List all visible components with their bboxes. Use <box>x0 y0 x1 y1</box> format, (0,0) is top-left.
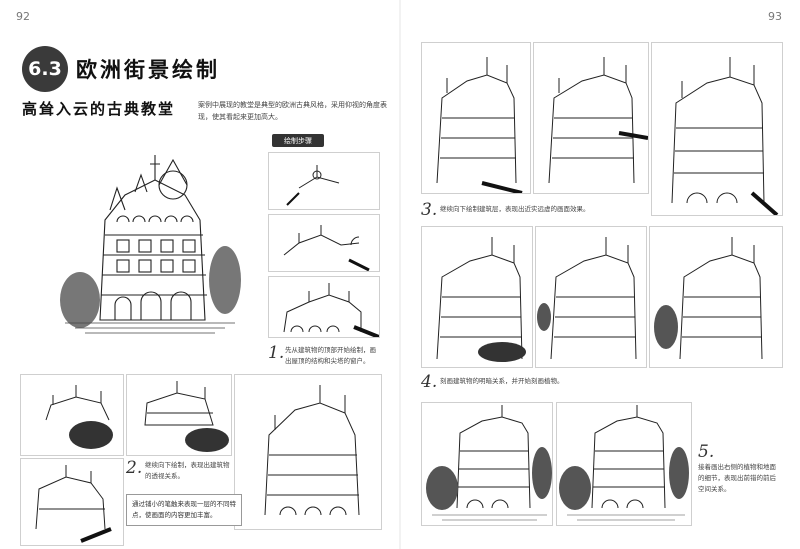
intro-text: 案例中展现的教堂是典型的欧洲古典风格，采用仰视的角度表现，使其看起来更加高大。 <box>198 101 387 121</box>
step1-sketch-panel-b <box>268 214 380 272</box>
page-gutter <box>399 0 401 549</box>
step3-sketch-panel-b <box>533 42 649 194</box>
section-title: 欧洲街景绘制 <box>76 58 220 82</box>
step1-caption: 先从建筑物的顶部开始绘制，画出屋顶的结构和尖塔的窗户。 <box>285 346 376 365</box>
step2-sketch-panel-a <box>20 374 124 456</box>
step5-sketch-panel-a <box>421 402 553 526</box>
church-illustration <box>60 155 241 334</box>
step2-sketch-panel-large <box>234 374 382 530</box>
step4-number: 4. <box>421 372 438 392</box>
step1-sketch-panel-c <box>268 276 380 338</box>
step2-sketch-panel-b <box>126 374 232 456</box>
note-box: 通过铺小的笔触来表现一层的不同特点，使画面的内容更加丰富。 <box>126 494 242 526</box>
section-number-badge: 6.3 <box>22 46 68 92</box>
step2-number: 2. <box>126 458 143 478</box>
step2-sketch-panel-c <box>20 458 124 546</box>
step4-sketch-panel-b <box>535 226 647 368</box>
step3-sketch-panel-a <box>421 42 531 194</box>
step3-sketch-panel-c <box>651 42 783 216</box>
steps-label: 绘制步骤 <box>272 134 324 147</box>
step3-number: 3. <box>421 200 438 220</box>
step3-caption: 继续向下绘制建筑层，表现出近实远虚的画面效果。 <box>440 205 590 213</box>
step2-caption: 继续向下绘制，表现出建筑物的透视关系。 <box>145 461 230 480</box>
step5-sketch-panel-b <box>556 402 692 526</box>
step1-sketch-panel-a <box>268 152 380 210</box>
subsection-heading: 高耸入云的古典教堂 <box>22 100 176 118</box>
step4-sketch-panel-a <box>421 226 533 368</box>
step4-sketch-panel-c <box>649 226 783 368</box>
step1-number: 1. <box>268 343 285 363</box>
main-church-sketch <box>55 140 245 335</box>
step5-number: 5. <box>698 442 715 462</box>
right-page-number: 93 <box>768 10 782 23</box>
step5-caption: 接着画出右侧的植物和地面的细节，表现出前错的前后空间关系。 <box>698 463 776 493</box>
left-page-number: 92 <box>16 10 30 23</box>
step4-caption: 刻画建筑物的明暗关系，并开始刻画植物。 <box>440 377 564 385</box>
